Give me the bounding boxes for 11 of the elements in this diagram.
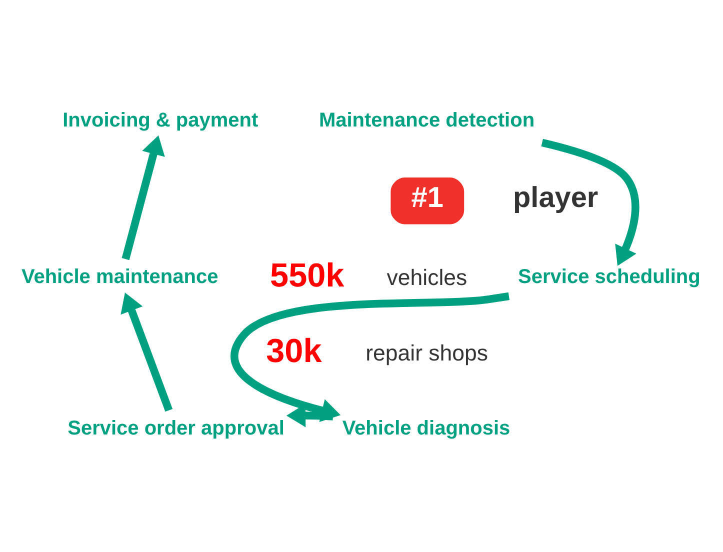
node-text: Maintenance detection xyxy=(318,108,535,131)
node-text: Vehicle diagnosis xyxy=(342,416,510,439)
label: 550k xyxy=(270,257,344,294)
label: 30k xyxy=(266,332,322,370)
node-text: Service order approval xyxy=(68,416,284,439)
node-text: Invoicing & payment xyxy=(62,108,258,131)
node-text: Vehicle maintenance xyxy=(21,266,218,288)
node-text: Service scheduling xyxy=(518,266,700,288)
node-label: player xyxy=(513,181,598,214)
label: repair shops xyxy=(366,340,488,365)
label: vehicles xyxy=(386,264,468,290)
